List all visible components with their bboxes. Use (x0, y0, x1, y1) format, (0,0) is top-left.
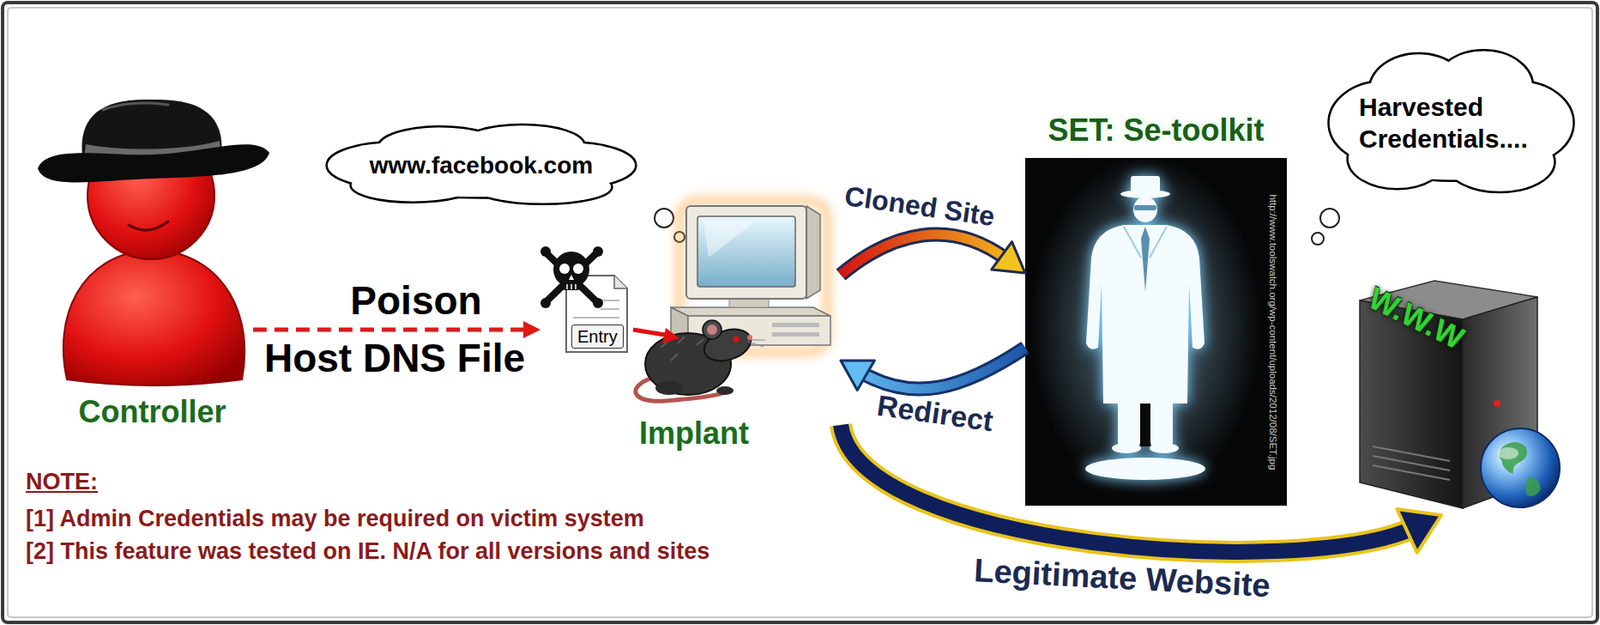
web-server-node: W.W.W (1346, 275, 1562, 515)
note-heading: NOTE: (25, 467, 98, 496)
label-holder: Poison (350, 278, 482, 323)
hacker-figure (37, 99, 270, 386)
arrowhead (523, 320, 541, 339)
arrow-shaft (840, 424, 1414, 552)
label-holder: Cloned Site (842, 180, 997, 233)
arrowhead (991, 241, 1026, 273)
cloud-text: Harvested Credentials.... (1358, 90, 1544, 156)
vertical-strip: http://www.toolswatch.org/wp-content/upl… (1262, 157, 1282, 506)
web-server (1359, 280, 1560, 508)
edge-label: Poison (350, 278, 482, 323)
arrowhead (1396, 508, 1442, 553)
edge-label: Cloned Site (842, 180, 997, 233)
arrow-outline (840, 234, 1007, 275)
poisoned-file: Entry (540, 244, 633, 352)
file-tag: Entry (571, 324, 624, 349)
attacker-figure: Controller (51, 94, 254, 429)
arrow-shaft (253, 327, 527, 333)
legit-arrow (840, 424, 1442, 553)
spy-toolkit-image (1025, 154, 1287, 506)
clone-arrow (840, 234, 1026, 275)
toolkit-panel: SET: Se-toolkithttp://www.toolswatch.org… (1025, 157, 1287, 506)
actor-label: Implant (639, 416, 749, 451)
thought-cloud: Harvested Credentials.... (1316, 41, 1587, 205)
edge-label: Legitimate Website (972, 551, 1271, 605)
server-text: W.W.W (1363, 280, 1469, 356)
poison-link (253, 320, 541, 339)
implant-computer: Implant (639, 201, 841, 451)
thought-cloud: www.facebook.com (310, 120, 653, 211)
arrow-outline (861, 347, 1027, 389)
note-line: [2] This feature was tested on IE. N/A f… (25, 537, 710, 565)
panel-title: SET: Se-toolkit (1047, 111, 1264, 149)
label-holder: Redirect (875, 388, 996, 439)
label-holder: Legitimate Website (972, 551, 1271, 605)
arrow-outline (840, 424, 1414, 552)
source-url: http://www.toolswatch.org/wp-content/upl… (1266, 193, 1279, 470)
actor-label: Controller (78, 394, 226, 429)
label-holder: [2] This feature was tested on IE. N/A f… (25, 537, 710, 565)
arrowhead (840, 360, 875, 391)
edge-label: Host DNS File (264, 336, 526, 381)
poisoned-file-icon (540, 246, 628, 352)
cloud-text: www.facebook.com (369, 150, 593, 181)
label-holder: [1] Admin Credentials may be required on… (25, 504, 645, 532)
infected-computer (633, 200, 831, 401)
cloud-shape (1316, 41, 1587, 205)
arrow-shaft (861, 347, 1027, 389)
label-holder: NOTE: (25, 467, 98, 496)
edge-label: Redirect (875, 388, 996, 439)
redirect-arrow (840, 347, 1026, 390)
label-holder: Host DNS File (264, 336, 526, 381)
note-line: [1] Admin Credentials may be required on… (25, 504, 645, 532)
arrow-shaft (840, 234, 1007, 275)
